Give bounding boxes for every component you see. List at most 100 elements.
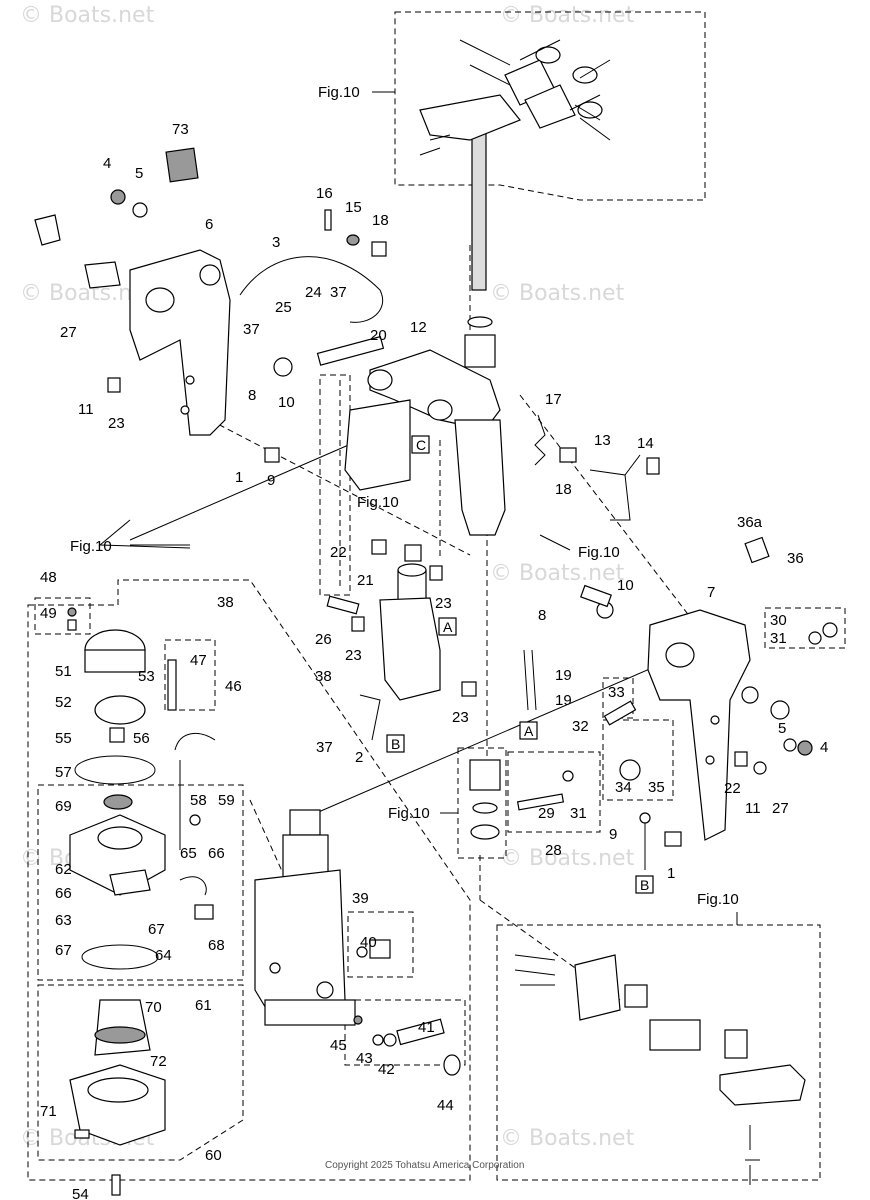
part-number[interactable]: 27 <box>772 800 789 817</box>
part-number[interactable]: 59 <box>218 792 235 809</box>
part-number[interactable]: 67 <box>148 921 165 938</box>
part-number[interactable]: 23 <box>345 647 362 664</box>
part-number[interactable]: 14 <box>637 435 654 452</box>
part-number[interactable]: 22 <box>724 780 741 797</box>
part-number[interactable]: 18 <box>372 212 389 229</box>
part-number[interactable]: 20 <box>370 327 387 344</box>
part-number[interactable]: 6 <box>205 216 213 233</box>
part-number[interactable]: 15 <box>345 199 362 216</box>
part-number[interactable]: 60 <box>205 1147 222 1164</box>
part-number[interactable]: 67 <box>55 942 72 959</box>
part-number[interactable]: 66 <box>208 845 225 862</box>
part-number[interactable]: 23 <box>452 709 469 726</box>
part-number[interactable]: 12 <box>410 319 427 336</box>
part-number[interactable]: 23 <box>435 595 452 612</box>
part-number[interactable]: 33 <box>608 684 625 701</box>
part-number[interactable]: 37 <box>316 739 333 756</box>
part-number[interactable]: 73 <box>172 121 189 138</box>
part-number[interactable]: 34 <box>615 779 632 796</box>
part-number[interactable]: 54 <box>72 1186 89 1200</box>
part-number[interactable]: 19 <box>555 667 572 684</box>
part-number[interactable]: 37 <box>330 284 347 301</box>
part-number[interactable]: 7 <box>707 584 715 601</box>
part-number[interactable]: 30 <box>770 612 787 629</box>
part-number[interactable]: 8 <box>538 607 546 624</box>
part-number[interactable]: 9 <box>609 826 617 843</box>
part-number[interactable]: 3 <box>272 234 280 251</box>
part-number[interactable]: 61 <box>195 997 212 1014</box>
part-number[interactable]: 5 <box>135 165 143 182</box>
part-number[interactable]: 45 <box>330 1037 347 1054</box>
part-number[interactable]: 55 <box>55 730 72 747</box>
part-number[interactable]: 44 <box>437 1097 454 1114</box>
part-number[interactable]: 13 <box>594 432 611 449</box>
part-number[interactable]: 10 <box>617 577 634 594</box>
part-number[interactable]: 56 <box>133 730 150 747</box>
part-number[interactable]: 37 <box>243 321 260 338</box>
part-number[interactable]: 11 <box>78 401 94 418</box>
part-number[interactable]: 17 <box>545 391 562 408</box>
part-number[interactable]: 62 <box>55 861 72 878</box>
part-number[interactable]: 68 <box>208 937 225 954</box>
part-number[interactable]: 36a <box>737 514 763 531</box>
part-number[interactable]: 10 <box>278 394 295 411</box>
part-number[interactable]: 2 <box>355 749 363 766</box>
part-68 <box>194 904 214 920</box>
part-number[interactable]: 58 <box>190 792 207 809</box>
part-number[interactable]: 29 <box>538 805 555 822</box>
part-number[interactable]: 31 <box>570 805 587 822</box>
part-number[interactable]: 71 <box>40 1103 57 1120</box>
part-number[interactable]: 40 <box>360 934 377 951</box>
part-number[interactable]: 38 <box>315 668 332 685</box>
part-number[interactable]: 47 <box>190 652 207 669</box>
part-number[interactable]: 18 <box>555 481 572 498</box>
part-number[interactable]: 39 <box>352 890 369 907</box>
fig-ref-bottom-right[interactable]: Fig.10 <box>697 891 739 908</box>
part-number[interactable]: 4 <box>103 155 111 172</box>
part-number[interactable]: 57 <box>55 764 72 781</box>
part-number[interactable]: 46 <box>225 678 242 695</box>
part-number[interactable]: 41 <box>418 1019 435 1036</box>
part-number[interactable]: 1 <box>667 865 675 882</box>
part-number[interactable]: 26 <box>315 631 332 648</box>
part-number[interactable]: 31 <box>770 630 787 647</box>
part-number[interactable]: 43 <box>356 1050 373 1067</box>
part-number[interactable]: 36 <box>787 550 804 567</box>
part-number[interactable]: 64 <box>155 947 172 964</box>
part-number[interactable]: 24 <box>305 284 322 301</box>
fig-ref-left[interactable]: Fig.10 <box>70 538 112 555</box>
part-number[interactable]: 1 <box>235 469 243 486</box>
part-number[interactable]: 11 <box>745 800 761 817</box>
part-number[interactable]: 72 <box>150 1053 167 1070</box>
part-number[interactable]: 9 <box>267 472 275 489</box>
part-number[interactable]: 22 <box>330 544 347 561</box>
part-number[interactable]: 63 <box>55 912 72 929</box>
part-number[interactable]: 53 <box>138 668 155 685</box>
part-number[interactable]: 23 <box>108 415 125 432</box>
part-number[interactable]: 66 <box>55 885 72 902</box>
part-number[interactable]: 16 <box>316 185 333 202</box>
fig-ref-top[interactable]: Fig.10 <box>318 84 360 101</box>
part-number[interactable]: 42 <box>378 1061 395 1078</box>
part-number[interactable]: 35 <box>648 779 665 796</box>
part-number[interactable]: 69 <box>55 798 72 815</box>
fig-ref-right[interactable]: Fig.10 <box>578 544 620 561</box>
part-number[interactable]: 5 <box>778 720 786 737</box>
part-number[interactable]: 38 <box>217 594 234 611</box>
part-number[interactable]: 19 <box>555 692 572 709</box>
part-number[interactable]: 49 <box>40 605 57 622</box>
part-number[interactable]: 52 <box>55 694 72 711</box>
part-number[interactable]: 4 <box>820 739 828 756</box>
part-number[interactable]: 8 <box>248 387 256 404</box>
part-number[interactable]: 51 <box>55 663 72 680</box>
part-number[interactable]: 27 <box>60 324 77 341</box>
part-number[interactable]: 25 <box>275 299 292 316</box>
part-number[interactable]: 32 <box>572 718 589 735</box>
part-number[interactable]: 21 <box>357 572 374 589</box>
part-number[interactable]: 48 <box>40 569 57 586</box>
part-number[interactable]: 65 <box>180 845 197 862</box>
part-number[interactable]: 70 <box>145 999 162 1016</box>
part-number[interactable]: 28 <box>545 842 562 859</box>
fig-ref-center[interactable]: Fig.10 <box>388 805 430 822</box>
fig-ref-swivel[interactable]: Fig.10 <box>357 494 399 511</box>
